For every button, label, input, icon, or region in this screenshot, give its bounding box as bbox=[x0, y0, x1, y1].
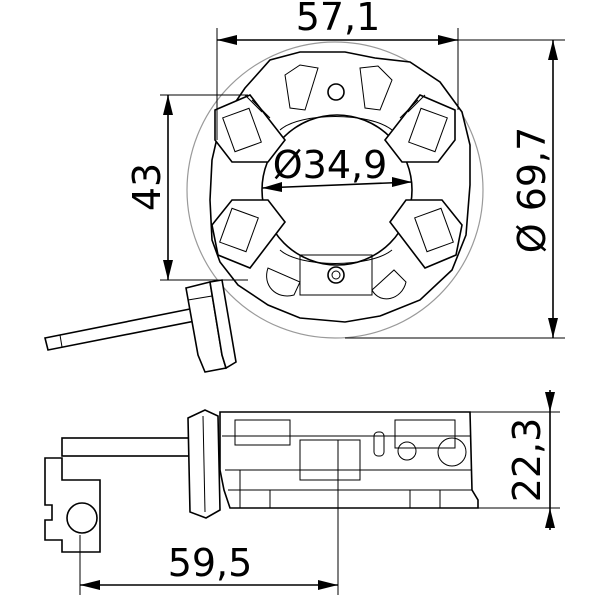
dim-height-top bbox=[160, 94, 248, 281]
center-block bbox=[299, 254, 373, 296]
terminal-hole bbox=[66, 502, 98, 534]
brush-box-top-left bbox=[214, 94, 287, 163]
spring-bottom-left bbox=[266, 267, 301, 297]
dim-label-side-height: 22,3 bbox=[505, 418, 549, 503]
spring-top-left bbox=[284, 64, 319, 111]
lead-wire bbox=[44, 279, 237, 373]
brush-box-bottom-left bbox=[211, 199, 287, 269]
side-slot bbox=[373, 431, 385, 457]
inner-bore bbox=[261, 114, 413, 266]
brush-box-bottom-right bbox=[389, 199, 463, 269]
top-view: 57,1 43 Ø34,9 Ø 69,7 bbox=[44, 0, 565, 373]
side-center-block bbox=[299, 439, 361, 481]
dim-label-length: 59,5 bbox=[168, 541, 253, 585]
spring-top-right bbox=[359, 65, 393, 111]
connector-plate bbox=[44, 457, 101, 553]
dim-outer-diameter bbox=[345, 39, 565, 339]
dim-label-width: 57,1 bbox=[296, 0, 381, 39]
dim-length-side bbox=[79, 510, 339, 595]
mounting-hole-bottom bbox=[327, 266, 345, 284]
brush-box-top-right bbox=[383, 94, 456, 163]
side-view: 22,3 59,5 bbox=[44, 390, 560, 595]
lead-wire-side bbox=[61, 437, 193, 457]
dim-label-height: 43 bbox=[125, 163, 169, 211]
side-rivet bbox=[397, 441, 417, 461]
mounting-hole-top bbox=[327, 83, 345, 101]
holder-body-side bbox=[219, 411, 479, 509]
dim-label-outer-diameter: Ø 69,7 bbox=[510, 127, 554, 254]
dim-height-side bbox=[466, 390, 560, 530]
outer-diameter-circle bbox=[186, 41, 484, 339]
spring-bottom-right bbox=[371, 269, 407, 300]
dim-label-inner-diameter: Ø34,9 bbox=[273, 143, 388, 187]
dim-inner-diameter bbox=[261, 177, 413, 192]
side-spring bbox=[437, 437, 467, 467]
